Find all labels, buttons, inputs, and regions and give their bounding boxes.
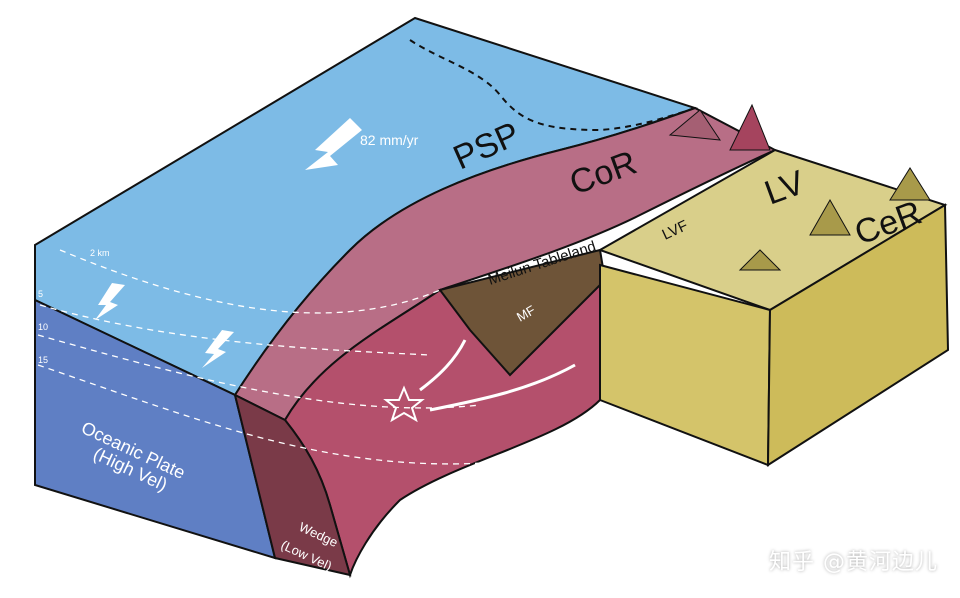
label-velocity: 82 mm/yr <box>360 132 419 148</box>
meilun-tableland <box>438 248 607 377</box>
flow-arrow-1 <box>419 339 467 392</box>
flow-arrow-2 <box>429 363 576 412</box>
label-depth-2km: 2 km <box>90 248 110 258</box>
epicenter-star <box>383 385 425 423</box>
wedge-side <box>233 393 352 577</box>
label-depth-5: 5 <box>38 289 43 299</box>
lv-block-side <box>766 203 950 467</box>
depth-line-5 <box>39 304 431 356</box>
velocity-arrow <box>305 118 362 170</box>
mountains-cor <box>668 103 771 151</box>
label-depth-10: 10 <box>38 322 48 332</box>
mountains-cer <box>738 167 931 271</box>
watermark: 知乎 @黄河边儿 <box>769 550 938 575</box>
down-arrow-1 <box>95 283 125 320</box>
depth-line-2km <box>59 249 441 314</box>
depth-line-15 <box>37 364 521 465</box>
down-arrow-3 <box>395 522 404 535</box>
down-arrow-2 <box>202 330 234 368</box>
trench-line <box>409 39 696 132</box>
label-depth-15: 15 <box>38 355 48 365</box>
